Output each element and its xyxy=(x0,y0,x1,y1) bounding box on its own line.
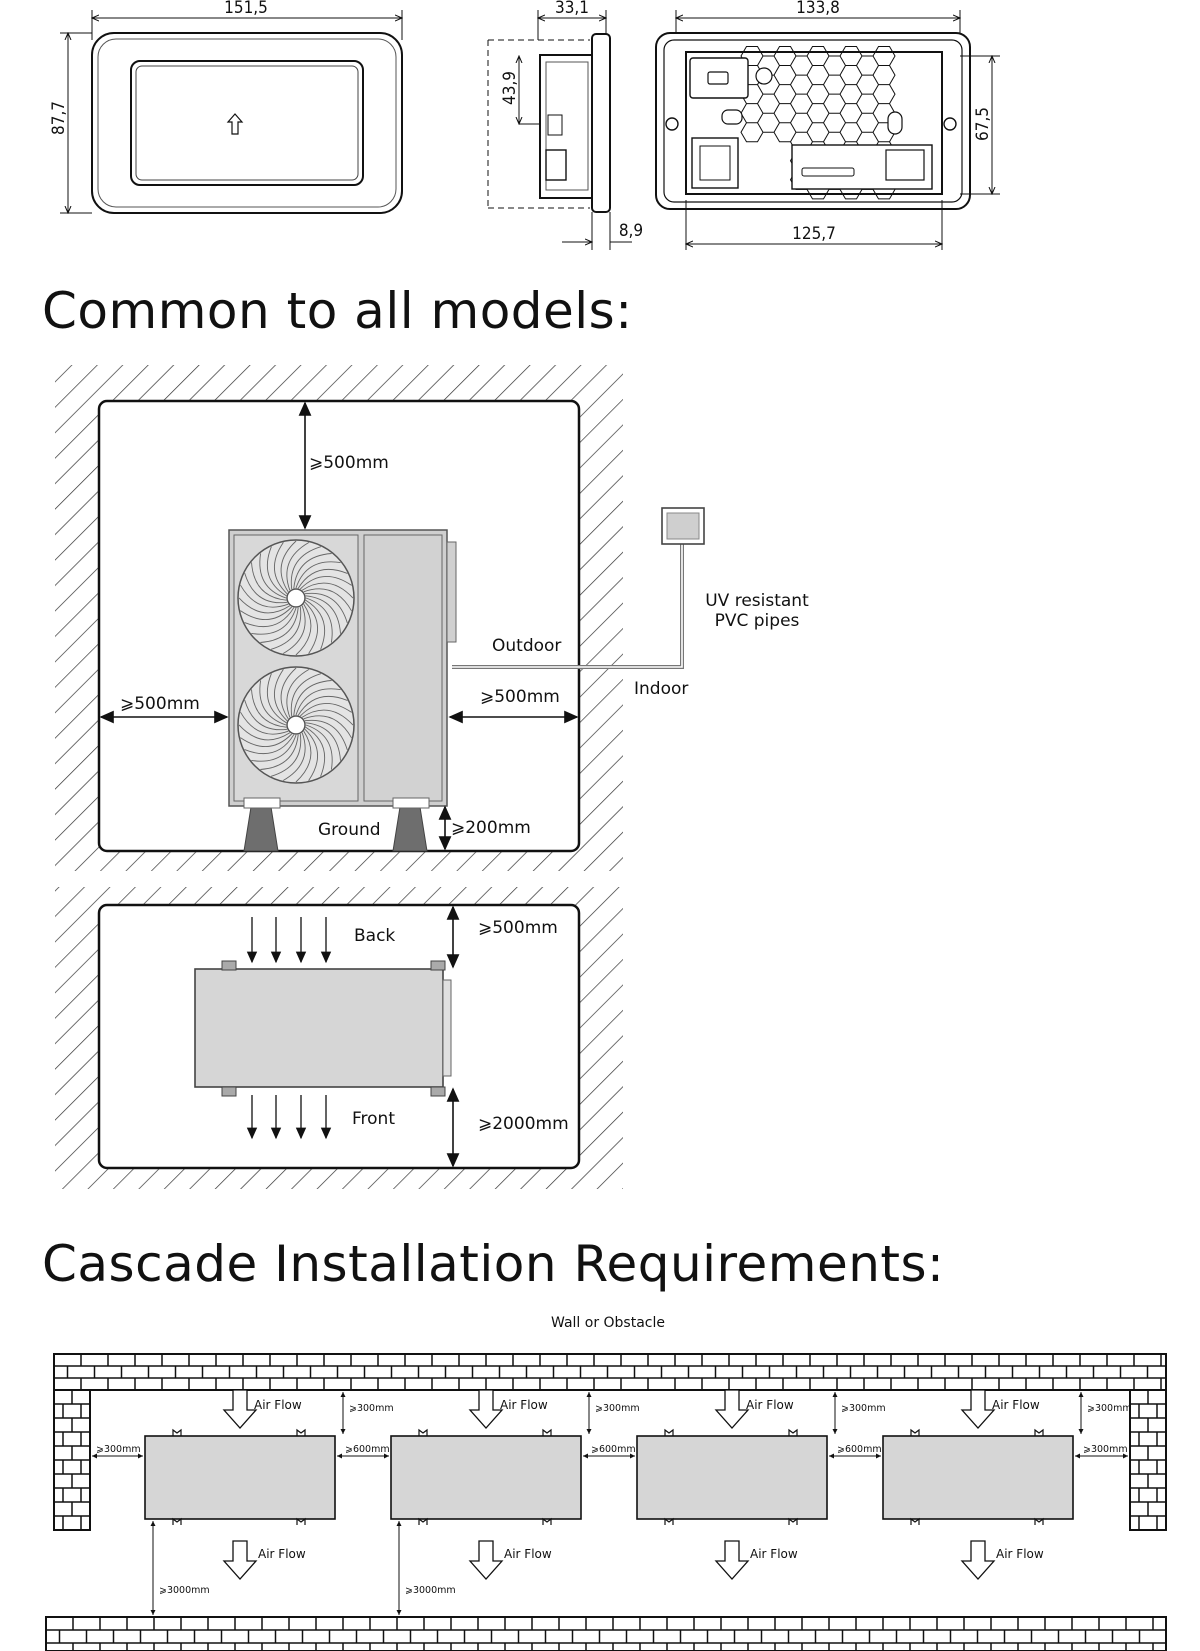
top-view-panel: Back Front ⩾500mm ⩾2000mm xyxy=(55,887,623,1189)
front-width-label: 151,5 xyxy=(224,0,268,18)
front-gap-label: ⩾3000mm xyxy=(405,1585,456,1596)
heat-pump-unit-top xyxy=(194,960,452,1097)
fan-icon xyxy=(237,666,355,784)
pipe-note-line1: UV resistant xyxy=(705,591,809,611)
up-arrow-icon xyxy=(226,113,244,135)
side-gap-label: ⩾300mm xyxy=(96,1444,141,1455)
controller-side-view: 33,1 43,9 8,9 xyxy=(487,0,643,250)
top-gap-label: ⩾300mm xyxy=(841,1403,886,1414)
air-flow-label-label: Air Flow xyxy=(254,1398,302,1412)
unit-gap-label: ⩾600mm xyxy=(591,1444,636,1455)
side-gap-label: ⩾300mm xyxy=(1083,1444,1128,1455)
back-width-bottom-label: 125,7 xyxy=(792,224,836,244)
cascade-unit xyxy=(882,1435,1074,1520)
air-flow-label-label: Air Flow xyxy=(992,1398,1040,1412)
top-gap-label: ⩾300mm xyxy=(1087,1403,1132,1414)
air-flow-arrow-icon xyxy=(468,1540,504,1580)
side-depth-label: 33,1 xyxy=(555,0,589,18)
ground-label: Ground xyxy=(318,820,381,840)
air-flow-label-label: Air Flow xyxy=(504,1547,552,1561)
pipe-note-line2: PVC pipes xyxy=(715,611,800,631)
front-gap-label: ⩾3000mm xyxy=(159,1585,210,1596)
heat-pump-unit-front xyxy=(228,529,457,852)
back-clearance-label: ⩾500mm xyxy=(478,918,558,938)
controller-front-view: 151,5 87,7 xyxy=(49,0,403,214)
cascade-unit xyxy=(390,1435,582,1520)
installation-clearance-diagrams: ⩾500mm ⩾500mm ⩾500mm ⩾200mm Ground Outdo… xyxy=(55,365,809,1189)
front-clearance-label: ⩾2000mm xyxy=(478,1114,569,1134)
back-label: Back xyxy=(354,926,395,946)
air-flow-label-label: Air Flow xyxy=(258,1547,306,1561)
left-clearance-label: ⩾500mm xyxy=(120,694,200,714)
cascade-unit xyxy=(144,1435,336,1520)
controller-back-view: 133,8 67,5 125,7 xyxy=(655,0,1000,250)
cascade-unit xyxy=(636,1435,828,1520)
right-wall xyxy=(1129,1389,1167,1531)
unit-gap-label: ⩾600mm xyxy=(837,1444,882,1455)
cascade-heading: Cascade Installation Requirements: xyxy=(42,1235,945,1293)
back-width-top-label: 133,8 xyxy=(796,0,840,18)
top-wall xyxy=(53,1353,1167,1391)
air-flow-label-label: Air Flow xyxy=(746,1398,794,1412)
side-plate-label: 8,9 xyxy=(619,221,643,241)
top-gap-label: ⩾300mm xyxy=(349,1403,394,1414)
air-flow-label-label: Air Flow xyxy=(996,1547,1044,1561)
air-flow-arrow-icon xyxy=(960,1540,996,1580)
outdoor-label: Outdoor xyxy=(492,636,561,656)
wall-label: Wall or Obstacle xyxy=(551,1315,665,1331)
bottom-wall xyxy=(45,1616,1167,1651)
top-gap-label: ⩾300mm xyxy=(595,1403,640,1414)
front-height-label: 87,7 xyxy=(49,101,69,135)
back-airflow-arrows xyxy=(246,917,332,964)
air-flow-label-label: Air Flow xyxy=(750,1547,798,1561)
air-flow-arrow-icon xyxy=(714,1540,750,1580)
front-view-panel: ⩾500mm ⩾500mm ⩾500mm ⩾200mm Ground Outdo… xyxy=(55,365,809,871)
back-height-label: 67,5 xyxy=(973,107,993,141)
side-inner-label: 43,9 xyxy=(500,71,520,105)
air-flow-arrow-icon xyxy=(222,1389,258,1429)
front-airflow-arrows xyxy=(246,1095,332,1140)
controller-dimension-drawings: 151,5 87,7 33,1 43,9 8,9 xyxy=(49,0,1000,250)
unit-gap-label: ⩾600mm xyxy=(345,1444,390,1455)
air-flow-label-label: Air Flow xyxy=(500,1398,548,1412)
indoor-label: Indoor xyxy=(634,679,688,699)
air-flow-arrow-icon xyxy=(714,1389,750,1429)
left-wall xyxy=(53,1389,91,1531)
front-label: Front xyxy=(352,1109,395,1129)
top-clearance-label: ⩾500mm xyxy=(309,453,389,473)
air-flow-arrow-icon xyxy=(960,1389,996,1429)
common-heading: Common to all models: xyxy=(42,282,633,340)
ground-clearance-label: ⩾200mm xyxy=(451,818,531,838)
right-clearance-label: ⩾500mm xyxy=(480,687,560,707)
air-flow-arrow-icon xyxy=(468,1389,504,1429)
fan-icon xyxy=(237,539,355,657)
air-flow-arrow-icon xyxy=(222,1540,258,1580)
